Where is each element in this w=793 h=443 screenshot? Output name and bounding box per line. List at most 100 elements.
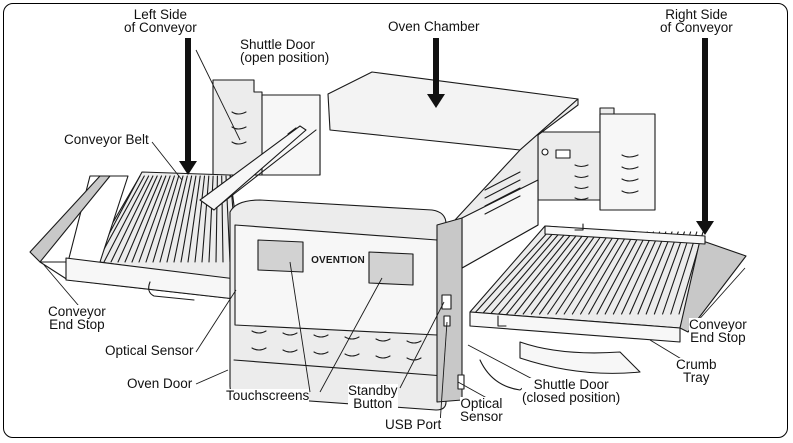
chamber-side-rib [484,171,521,191]
right-belt-slat [653,231,685,315]
arrow-oven-chamber [427,38,445,108]
right-belt-slat [563,231,617,315]
leader-touchscreen-left [289,261,311,393]
oven-front-vent [344,353,360,357]
arrow-right-side-conveyor [696,38,714,235]
arrow-left-side-conveyor [179,38,197,175]
right-belt-slat [596,231,642,315]
left-belt-slat [138,175,171,263]
right-belt-slat [481,231,555,315]
oven-front-vent [251,330,267,334]
label-left-side-conveyor: Left Side of Conveyor [124,7,197,35]
rear-right-vent [621,178,639,182]
rear-left-vent [231,126,247,130]
diagram-frame [3,3,788,438]
right-belt-slat [489,231,561,315]
right-end-stop-lip [679,239,747,333]
left-belt-slat [152,175,180,263]
rear-right-vent [574,164,589,168]
oven-front-vent [344,336,360,340]
leader-optical-sensor-left [195,289,237,353]
right-belt-slat [473,231,549,315]
label-standby-button: Standby Button [348,383,398,411]
leader-touchscreen-right [319,277,383,393]
chamber-side-rib [484,195,521,215]
leader-end-stop-right [694,267,746,325]
right-belt-slat [604,231,648,315]
left-belt-slat [166,175,188,263]
left-touchscreen [257,239,304,273]
right-conveyor-front-rail [469,311,681,343]
left-belt-slat [117,175,158,263]
leader-oven-door [195,369,229,385]
rear-right-panel-face [599,113,656,211]
oven-front-vent [313,334,329,338]
oven-front-vent [251,347,267,351]
oven-front-seam [233,359,445,377]
rear-right-knob [541,148,549,156]
right-belt-slat [629,231,667,315]
label-conveyor-belt: Conveyor Belt [64,132,149,147]
right-conveyor-back-rail [544,225,706,245]
right-belt-slat [588,231,636,315]
label-optical-sensor-right: Optical Sensor [460,396,503,424]
right-belt-slat [621,231,661,315]
left-conveyor-leg [148,281,195,301]
label-shuttle-door-open: Shuttle Door (open position) [240,37,330,65]
label-conveyor-end-stop-left: Conveyor End Stop [48,304,106,332]
left-belt-slat [187,175,201,263]
left-end-stop-lip [29,175,111,263]
rear-right-vent [574,197,589,201]
right-conveyor-marker [497,315,507,327]
label-optical-sensor-left: Optical Sensor [105,343,194,358]
left-belt-slat [131,175,167,263]
oven-front-side-edge [436,217,463,403]
right-belt-slat [662,231,692,315]
rear-right-vent [621,154,639,158]
right-belt-slat [555,231,611,315]
leader-usb-port [439,321,448,425]
rear-right-vent [621,190,639,194]
chamber-side-rib [484,187,521,207]
oven-front-vent [313,351,329,355]
right-conveyor-marker [574,223,584,231]
right-belt-slat [539,231,599,315]
leader-shuttle-door-open [195,49,241,141]
leader-shuttle-door-closed [467,344,541,384]
oven-front-vent [282,332,298,336]
right-belt-slat [645,231,679,315]
shuttle-door-open-edge [215,129,317,209]
rear-left-vent [231,111,247,115]
left-belt-slat [180,175,197,263]
right-belt-slat [670,231,698,315]
left-belt-slat [173,175,193,263]
label-usb-port: USB Port [385,417,442,432]
leader-end-stop-left [43,264,85,313]
label-crumb-tray: Crumb Tray [676,357,717,385]
right-touchscreen [368,251,414,286]
rear-right-vent [574,186,589,190]
right-belt-slat [580,231,630,315]
rear-right-vent [621,166,639,170]
right-belt-slat [514,231,580,315]
oven-brand-logo: OVENTION [311,255,365,266]
left-belt-slat [159,175,184,263]
oven-front-vent [406,340,422,344]
label-shuttle-door-closed: Shuttle Door (closed position) [522,377,621,405]
label-oven-door: Oven Door [127,376,193,391]
right-belt-slat [530,231,592,315]
right-belt-slat [612,231,654,315]
leader-conveyor-belt [151,141,183,181]
right-belt-slat [498,231,568,315]
oven-front-vent [375,355,391,359]
rear-left-vent [231,141,247,145]
standby-button [441,294,452,310]
chamber-side-rib [484,179,521,199]
shuttle-door-open-handle [287,127,297,135]
shuttle-door-open-panel [199,125,307,211]
label-touchscreens: Touchscreens [226,388,310,403]
right-belt-slat [571,231,623,315]
label-right-side-conveyor: Right Side of Conveyor [660,7,733,35]
leader-standby-button [399,301,445,389]
